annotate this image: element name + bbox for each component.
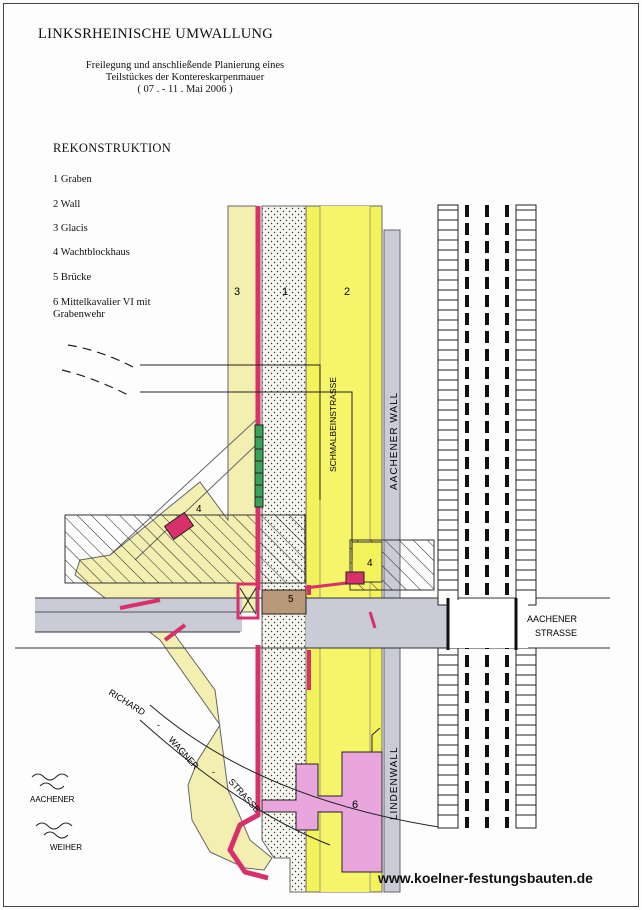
page-title: LINKSRHEINISCHE UMWALLUNG	[38, 26, 274, 42]
aachener-strasse-road	[35, 598, 242, 632]
subtitle-block: Freilegung und anschließende Planierung …	[40, 60, 330, 96]
label-aachener-strasse: AACHENER	[527, 614, 578, 624]
gallery-section	[254, 424, 264, 508]
mittelkavalier	[261, 751, 383, 873]
label-aachener-weiher: WEIHER	[50, 843, 82, 852]
bruecke	[261, 589, 307, 615]
richard-wagner-line	[149, 704, 446, 829]
legend-item-wachtblockhaus: 4 Wachtblockhaus	[53, 247, 130, 258]
leader-line	[140, 364, 321, 500]
label-aachener-strasse: STRASSE	[535, 628, 577, 638]
wachtblockhaus-outer	[163, 511, 195, 541]
label-aachener-wall: AACHENER WALL	[389, 392, 400, 490]
dashed-arc	[61, 369, 131, 397]
wachtblockhaus-inner	[345, 571, 365, 585]
track-ties	[438, 209, 536, 816]
label-num-3: 3	[234, 286, 240, 298]
label-num-1: 1	[282, 286, 288, 298]
aachener-strasse-road	[306, 598, 450, 648]
gallery-ticks	[255, 436, 263, 498]
subtitle-line: Freilegung und anschließende Planierung …	[85, 60, 285, 71]
kontereskarpenmauer	[227, 206, 269, 881]
legend-item-mittelkavalier-line2: Grabenwehr	[53, 309, 105, 320]
label-lindenwall: LINDENWALL	[389, 746, 400, 820]
legend-item-mittelkavalier: 6 Mittelkavalier VI mit	[53, 297, 151, 308]
dashed-arc	[67, 344, 136, 369]
label-schmalbeinstrasse: SCHMALBEINSTRASSE	[328, 377, 338, 472]
map-frame	[3, 3, 639, 907]
track-bed-left	[437, 204, 459, 606]
legend-item-bruecke: 5 Brücke	[53, 272, 92, 283]
leader-line	[140, 391, 353, 560]
bruecke-gate-x	[239, 587, 257, 615]
label-num-2: 2	[344, 286, 350, 298]
section-heading: REKONSTRUKTION	[53, 141, 172, 155]
mauer-segment	[119, 598, 161, 610]
legend-item-glacis: 3 Glacis	[53, 223, 88, 234]
label-num-6: 6	[352, 799, 358, 811]
bruecke-gate	[236, 582, 260, 620]
label-num-4b: 4	[367, 558, 373, 569]
label-dash: -	[157, 720, 160, 730]
legend-item-graben: 1 Graben	[53, 174, 92, 185]
kavalier-edge	[371, 727, 381, 752]
legend-item-wall: 2 Wall	[53, 199, 81, 210]
label-num-4a: 4	[196, 504, 202, 515]
label-num-5: 5	[288, 594, 294, 605]
label-richard: RICHARD	[107, 687, 147, 717]
label-aachener-weiher: AACHENER	[30, 795, 75, 804]
label-dash: -	[212, 767, 215, 777]
richard-wagner-line	[139, 719, 331, 846]
subtitle-line: ( 07 . - 11 . Mai 2006 )	[137, 84, 233, 95]
mauer-segment	[163, 623, 187, 642]
track-bed-right	[515, 204, 537, 606]
water-wave-icon	[31, 773, 73, 839]
website-credit: www.koelner-festungsbauten.de	[378, 870, 593, 886]
bastion-yellow-patch	[351, 541, 383, 583]
subtitle-line: Teilstückes der Kontereskarpenmauer	[105, 72, 265, 83]
